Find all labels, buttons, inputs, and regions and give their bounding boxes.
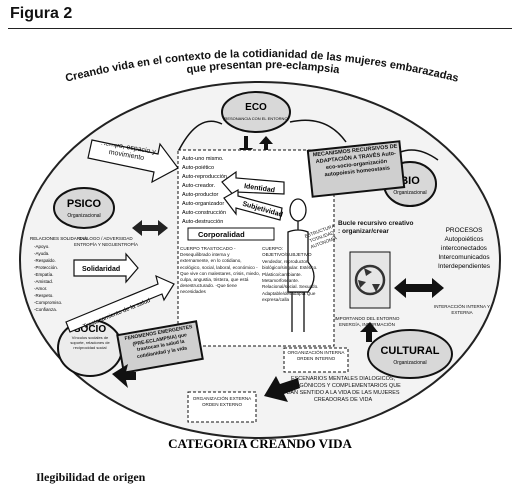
- auto-item: Auto-destrucción: [182, 219, 223, 225]
- auto-item: Auto-uno mismo.: [182, 156, 224, 162]
- relaciones-item: -Protección.: [34, 265, 58, 270]
- relaciones-item: -Respaldo.: [34, 258, 56, 263]
- eco-node: [221, 91, 291, 133]
- pregnant-woman-figure: [287, 198, 315, 332]
- relaciones-item: RELACIONES SOLIDARIAS: [30, 236, 87, 241]
- auto-list: Auto-uno mismo. Auto-poiético Auto-repro…: [182, 156, 227, 225]
- header-rule: [8, 28, 512, 29]
- recycle-icon: [349, 251, 391, 309]
- fenomenos-box: [116, 320, 204, 374]
- solidaridad-label: Solidaridad: [82, 266, 120, 273]
- identidad-label: Identidad: [244, 183, 276, 194]
- relaciones-item: -Compromiso.: [34, 300, 62, 305]
- diagram-canvas: Creando vida en el contexto de la cotidi…: [19, 48, 501, 451]
- figure-title: Figura 2: [10, 5, 73, 22]
- subjetividad-arrow: [223, 188, 283, 221]
- eco-sub: (RESONANCIA CON EL ENTORNO): [223, 116, 289, 121]
- auto-item: Auto-creador.: [182, 183, 215, 189]
- procesos-item: Interdependientes: [438, 263, 491, 270]
- procesos-list: PROCESOS Autopoiéticos interconectados I…: [438, 227, 491, 270]
- interaccion-text: INTERACCIÓN INTERNA Y EXTERNA: [434, 304, 490, 315]
- socio-sub-box: Vínculos sociales de soporte, relaciones…: [70, 335, 110, 350]
- auto-item: Auto-productor: [182, 192, 219, 198]
- mecanismos-text-box: MECANISMOS RECURSIVOS DE ADAPTACIÓN A TR…: [313, 144, 398, 179]
- org-externa-text-box: ORGANIZACIÓN EXTERNA ORDEN EXTERNO: [192, 396, 252, 407]
- trastocamiento-arrow: [65, 274, 175, 333]
- dialogo-text: DIÁLOGO / ADVERSIDAD ENTROPÍA Y NEGUENTR…: [73, 236, 139, 247]
- tiempo-text: Tiempo, espacio y movimiento: [99, 144, 157, 163]
- cuerpo-trastocado-text: CUERPO TRASTOCADO -Desequilibrado intern…: [180, 246, 260, 295]
- escenarios-text: ESCENARIOS MENTALES DIALÓGICOS, ANTAGÓNI…: [285, 376, 401, 403]
- procesos-item: Intercomunicados: [438, 254, 490, 261]
- mecanismos-box: [306, 140, 406, 198]
- bucle-text: Bucle recursivo creativo : organizar/cre…: [338, 220, 414, 235]
- bio-double-arrow: [394, 278, 444, 298]
- auto-item: Auto-poiético: [182, 165, 214, 171]
- bio-sub: Organizacional: [393, 190, 426, 196]
- diagram-figure: Creando vida en el contexto de la cotidi…: [8, 32, 512, 452]
- relaciones-item: -Amistad.: [34, 279, 53, 284]
- psico-node: [53, 187, 115, 229]
- psico-sub: Organizacional: [67, 213, 100, 219]
- bio-label: BIO: [400, 175, 420, 187]
- eco-label: ECO: [245, 102, 267, 113]
- eco-loop-arrow-right: [289, 119, 347, 143]
- importando-text: IMPORTANDO DEL ENTORNO ENERGÍA, INFORMAC…: [334, 316, 400, 327]
- tiempo-box: Tiempo, espacio y movimiento: [99, 144, 157, 163]
- escenarios-arrow: [264, 376, 300, 402]
- org-interna-text: ORGANIZACIÓN INTERNA ORDEN INTERNO: [287, 350, 345, 361]
- escenarios-box: ESCENARIOS MENTALES DIALÓGICOS, ANTAGÓNI…: [285, 376, 401, 403]
- cultural-arrow: [360, 322, 378, 342]
- auto-item: Auto-organizador: [182, 201, 224, 207]
- psico-label: PSICO: [67, 198, 102, 210]
- relaciones-item: -Amor.: [34, 286, 47, 291]
- socio-sub: Vínculos sociales de soporte, relaciones…: [70, 335, 110, 350]
- cuerpo-trastocado-box: CUERPO TRASTOCADO -Desequilibrado intern…: [180, 246, 260, 295]
- relaciones-item: -Respeto.: [34, 293, 54, 298]
- corporalidad-label: Corporalidad: [198, 230, 245, 239]
- socio-label: SOCIO: [74, 324, 106, 335]
- relaciones-item: -Confianza.: [34, 307, 57, 312]
- relaciones-item: -Empatía.: [34, 272, 54, 277]
- bucle-box: Bucle recursivo creativo : organizar/cre…: [338, 220, 414, 235]
- socio-arrow: [112, 364, 136, 388]
- org-interna-box: [283, 347, 349, 373]
- figure-header: Figura 2: [0, 0, 520, 29]
- org-externa-box: [187, 391, 257, 423]
- cultural-sub: Organizacional: [393, 360, 426, 366]
- cultural-node: [367, 329, 453, 379]
- importando-box: IMPORTANDO DEL ENTORNO ENERGÍA, INFORMAC…: [334, 316, 400, 327]
- org-interna-text-box: ORGANIZACIÓN INTERNA ORDEN INTERNO: [287, 350, 345, 361]
- eco-up-arrow: [259, 136, 273, 156]
- cuerpo-objetivo-text: CUERPO: OBJETIVO/SUBJETIVO Vendedor, rep…: [262, 246, 319, 303]
- figure-caption: Ilegibilidad de origen: [36, 470, 146, 484]
- org-externa-text: ORGANIZACIÓN EXTERNA ORDEN EXTERNO: [192, 396, 252, 407]
- categoria-label: CATEGORIA CREANDO VIDA: [168, 436, 352, 451]
- cultural-label: CULTURAL: [380, 345, 439, 357]
- procesos-item: interconectados: [441, 245, 488, 252]
- dialogo-box: DIÁLOGO / ADVERSIDAD ENTROPÍA Y NEGUENTR…: [73, 236, 139, 247]
- auto-item: Auto-reproducción: [182, 174, 227, 180]
- auto-item: Auto-construcción: [182, 210, 226, 216]
- procesos-item: PROCESOS: [446, 227, 484, 234]
- procesos-item: Autopoiéticos: [444, 236, 484, 243]
- eco-loop-arrow: [177, 120, 223, 153]
- arc-title-line-2: que presentan pre-eclampsia: [186, 59, 341, 76]
- relaciones-item: -Ayuda.: [34, 251, 49, 256]
- relaciones-list: RELACIONES SOLIDARIAS -Apoyo. -Ayuda. -R…: [30, 236, 87, 312]
- corporalidad-box: [187, 227, 275, 241]
- solidaridad-arrow: [73, 252, 139, 284]
- cuerpo-objetivo-box: CUERPO: OBJETIVO/SUBJETIVO Vendedor, rep…: [262, 246, 319, 303]
- relaciones-item: -Apoyo.: [34, 244, 50, 249]
- tiempo-arrow: [87, 139, 179, 184]
- interaccion-box: INTERACCIÓN INTERNA Y EXTERNA: [434, 304, 490, 315]
- psico-double-arrow: [132, 220, 168, 236]
